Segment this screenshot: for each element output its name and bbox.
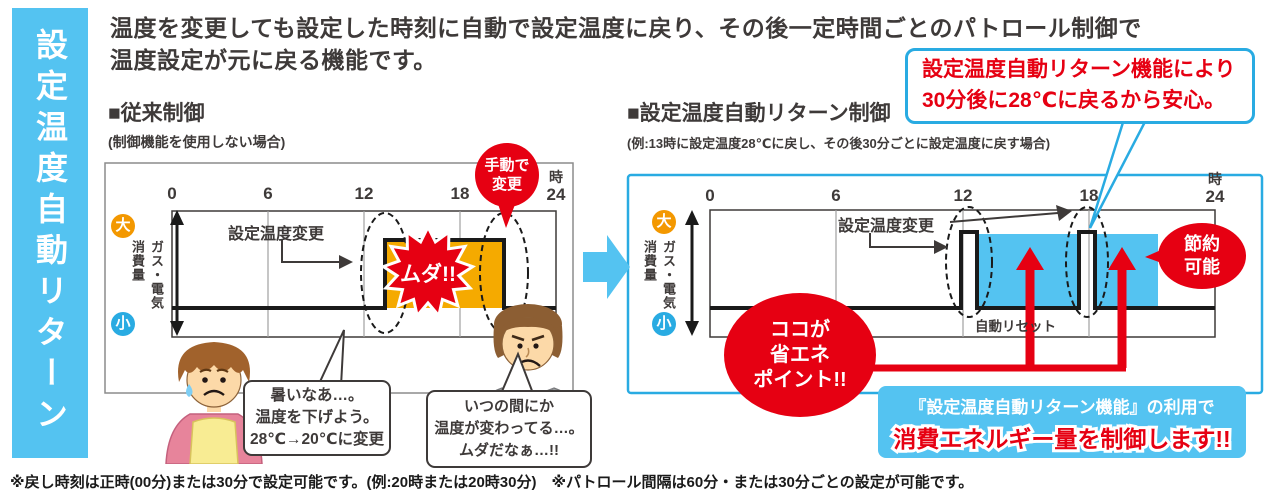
sweat-drop (186, 384, 193, 397)
footnote: ※戻し時刻は正時(00分)または30分で設定可能です。(例:20時または20時3… (10, 474, 974, 491)
right-tick-12: 12 (953, 186, 973, 205)
bottom-summary-box: 『設定温度自動リターン機能』の利用で 消費エネルギー量を制御します!! 消費エネ… (878, 386, 1246, 458)
manual-change-tail (498, 202, 516, 228)
y-axis-range-arrow-right (685, 210, 699, 336)
manual-change-line1: 手動で (484, 157, 530, 174)
temp-change-arrow-left (281, 240, 353, 269)
side-banner: 設定温度自動リターン (12, 8, 88, 458)
eco-point-line3: ポイント!! (753, 368, 847, 391)
red-up-arrow-1 (1016, 247, 1044, 270)
man-speech-line1: いつの間にか (463, 398, 554, 415)
temp-change-arrow-right-elbow (869, 233, 948, 254)
man-speech-tail (499, 351, 535, 397)
manual-change-line2: 変更 (491, 176, 522, 193)
right-tick-0: 0 (705, 186, 715, 205)
right-low-badge: 小 (652, 312, 676, 336)
bottom-summary-line2: 消費エネルギー量を制御します!! 消費エネルギー量を制御します!! (890, 423, 1233, 455)
reassure-callout-line1: 設定温度自動リターン機能により (922, 58, 1236, 81)
man-speech-bubble: いつの間にか 温度が変わってる…。 ムダだなぁ…!! (426, 390, 592, 468)
header-line2: 温度設定が元に戻る機能です。 (110, 47, 437, 73)
savings-bubble: 節約 可能 (1158, 223, 1246, 289)
woman-speech-line2: 温度を下げよう。 (255, 409, 379, 426)
woman-hair (178, 342, 250, 382)
woman-character-illustration (165, 342, 263, 464)
reassure-callout-box: 設定温度自動リターン機能により 30分後に28℃に戻るから安心。 (905, 48, 1255, 124)
eco-point-circle: ココが 省エネ ポイント!! (724, 293, 876, 417)
savings-line2: 可能 (1184, 257, 1220, 277)
auto-return-title: ■設定温度自動リターン制御 (627, 102, 891, 125)
right-temp-change-label: 設定温度変更 (838, 218, 935, 235)
conventional-subtitle: (制御機能を使用しない場合) (108, 134, 286, 150)
reset-point-ellipse-1 (945, 206, 993, 318)
red-up-arrow-2 (1108, 247, 1136, 270)
left-low-badge: 小 (111, 312, 135, 336)
auto-reset-label: 自動リセット (975, 319, 1056, 334)
left-tick-12: 12 (354, 184, 374, 203)
woman-apron (189, 417, 239, 464)
reset-point-ellipse-2 (1065, 206, 1109, 318)
auto-return-subtitle: (例:13時に設定温度28℃に戻し、その後30分ごとに設定温度に戻す場合) (627, 136, 1051, 151)
header-line1: 温度を変更しても設定した時刻に自動で設定温度に戻り、その後一定時間ごとのパトロー… (110, 15, 1142, 41)
man-speech-line3: ムダだなぁ…!! (459, 442, 559, 459)
bottom-summary-line1: 『設定温度自動リターン機能』の利用で (909, 398, 1215, 417)
right-tick-6: 6 (831, 186, 841, 205)
woman-speech-line3: 28℃→20℃に変更 (249, 431, 385, 448)
man-speech-line2: 温度が変わってる…。 (434, 420, 584, 437)
left-tick-6: 6 (263, 184, 273, 203)
woman-speech-line1: 暑いなあ…。 (270, 387, 364, 404)
eco-point-line1: ココが (770, 318, 830, 341)
y-axis-range-arrow-left (170, 210, 184, 336)
callout-tail (1088, 115, 1150, 229)
woman-speech-tail (317, 329, 345, 387)
left-high-badge: 大 (111, 214, 135, 238)
woman-frown (203, 389, 225, 396)
right-y-axis-label: ガス・電気消費量 (642, 240, 676, 310)
left-y-axis-label: ガス・電気消費量 (130, 240, 164, 310)
left-tick-0: 0 (167, 184, 177, 203)
manual-change-bubble: 手動で 変更 (475, 143, 539, 207)
left-tick-18: 18 (450, 184, 470, 203)
temp-change-arrow-right-straight (949, 205, 1072, 223)
side-banner-title: 設定温度自動リターン (32, 28, 68, 438)
change-point-ellipse-2 (479, 212, 529, 334)
right-tick-24: 24 (1205, 187, 1225, 206)
right-axis-unit: 時 (1208, 171, 1222, 187)
right-high-badge: 大 (652, 210, 676, 234)
right-tick-18: 18 (1079, 186, 1099, 205)
left-temp-change-label: 設定温度変更 (228, 226, 325, 243)
conventional-title: ■従来制御 (108, 102, 205, 125)
reassure-callout-line2: 30分後に28℃に戻るから安心。 (922, 89, 1226, 112)
flow-arrow-icon (583, 235, 630, 299)
waste-burst-label: ムダ!! (400, 263, 456, 286)
eco-point-line2: 省エネ (770, 343, 830, 366)
waste-burst-shape (379, 223, 477, 319)
left-tick-24: 24 (546, 185, 566, 204)
woman-speech-bubble: 暑いなあ…。 温度を下げよう。 28℃→20℃に変更 (243, 380, 391, 456)
left-axis-unit: 時 (549, 169, 563, 185)
savings-line1: 節約 (1184, 234, 1220, 254)
